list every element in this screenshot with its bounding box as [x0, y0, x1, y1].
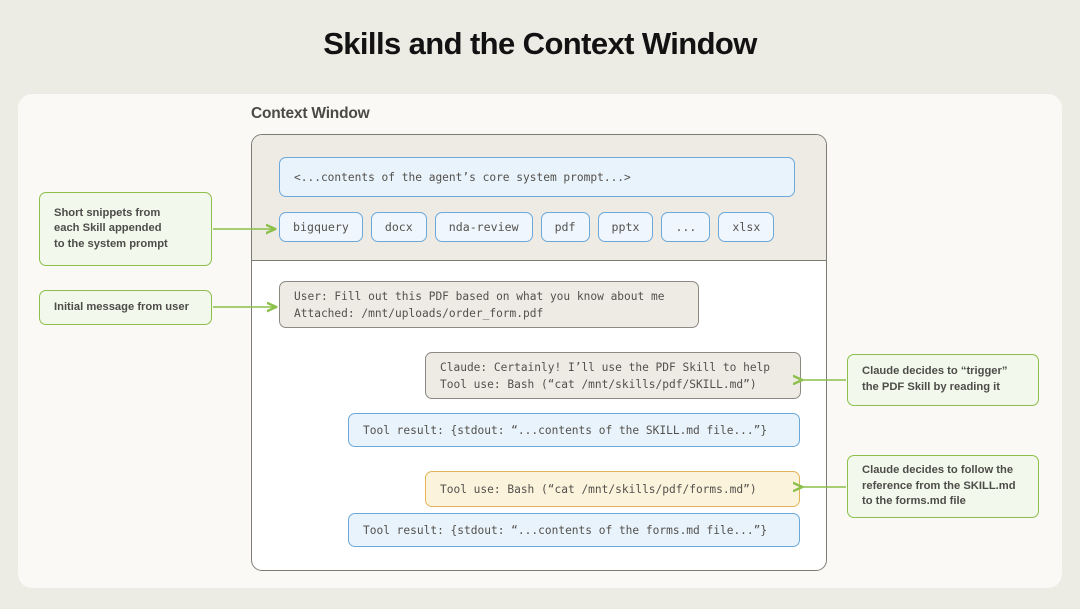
tool-result-forms-md-bubble: Tool result: {stdout: “...contents of th… [348, 513, 800, 547]
note-skill-snippets-line-2: each Skill appended [54, 222, 162, 235]
note-skill-snippets-line-1: Short snippets from [54, 206, 161, 219]
tool-use-forms-md-text: Tool use: Bash (“cat /mnt/skills/pdf/for… [440, 482, 757, 496]
note-trigger-pdf-skill-line-2: the PDF Skill by reading it [862, 381, 1001, 393]
tool-result-skill-md-text: Tool result: {stdout: “...contents of th… [363, 423, 768, 437]
note-initial-message: Initial message from user [39, 290, 212, 325]
claude-skill-md-line-1: Claude: Certainly! I’ll use the PDF Skil… [440, 360, 771, 374]
page-title: Skills and the Context Window [323, 26, 757, 61]
skill-chip-row: bigquery docx nda-review pdf pptx ... xl… [279, 212, 775, 242]
context-window-panel: <...contents of the agent’s core system … [251, 134, 827, 571]
note-trigger-pdf-skill-line-1: Claude decides to “trigger” [862, 365, 1008, 378]
tool-use-forms-md-bubble: Tool use: Bash (“cat /mnt/skills/pdf/for… [425, 471, 800, 507]
system-prompt-text: <...contents of the agent’s core system … [294, 170, 631, 184]
skill-chip-ellipsis[interactable]: ... [661, 212, 711, 242]
note-initial-message-line-1: Initial message from user [54, 300, 189, 313]
skill-chip-docx[interactable]: docx [370, 212, 427, 242]
note-skill-snippets: Short snippets from each Skill appended … [39, 192, 212, 266]
note-skill-snippets-line-3: to the system prompt [54, 237, 168, 250]
note-follow-reference-line-3: to the forms.md file [862, 495, 966, 508]
skill-chip-xlsx[interactable]: xlsx [718, 212, 775, 242]
note-follow-reference: Claude decides to follow the reference f… [847, 455, 1039, 518]
claude-skill-md-bubble: Claude: Certainly! I’ll use the PDF Skil… [425, 352, 801, 399]
system-prompt-bubble: <...contents of the agent’s core system … [279, 157, 795, 197]
skill-chip-bigquery[interactable]: bigquery [279, 212, 363, 242]
skill-chip-pdf[interactable]: pdf [540, 212, 590, 242]
user-message-bubble: User: Fill out this PDF based on what yo… [279, 281, 699, 328]
skill-chip-nda-review[interactable]: nda-review [434, 212, 533, 242]
context-window-label: Context Window [251, 105, 370, 122]
note-trigger-pdf-skill: Claude decides to “trigger” the PDF Skil… [847, 354, 1039, 406]
tool-result-forms-md-text: Tool result: {stdout: “...contents of th… [363, 523, 768, 537]
user-message-line-1: User: Fill out this PDF based on what yo… [294, 289, 665, 303]
user-message-line-2: Attached: /mnt/uploads/order_form.pdf [294, 306, 544, 320]
tool-result-skill-md-bubble: Tool result: {stdout: “...contents of th… [348, 413, 800, 447]
claude-skill-md-line-2: Tool use: Bash (“cat /mnt/skills/pdf/SKI… [440, 377, 757, 391]
note-follow-reference-line-2: reference from the SKILL.md [862, 479, 1016, 492]
note-follow-reference-line-1: Claude decides to follow the [862, 464, 1014, 477]
system-prompt-zone [252, 135, 826, 261]
skill-chip-pptx[interactable]: pptx [597, 212, 654, 242]
